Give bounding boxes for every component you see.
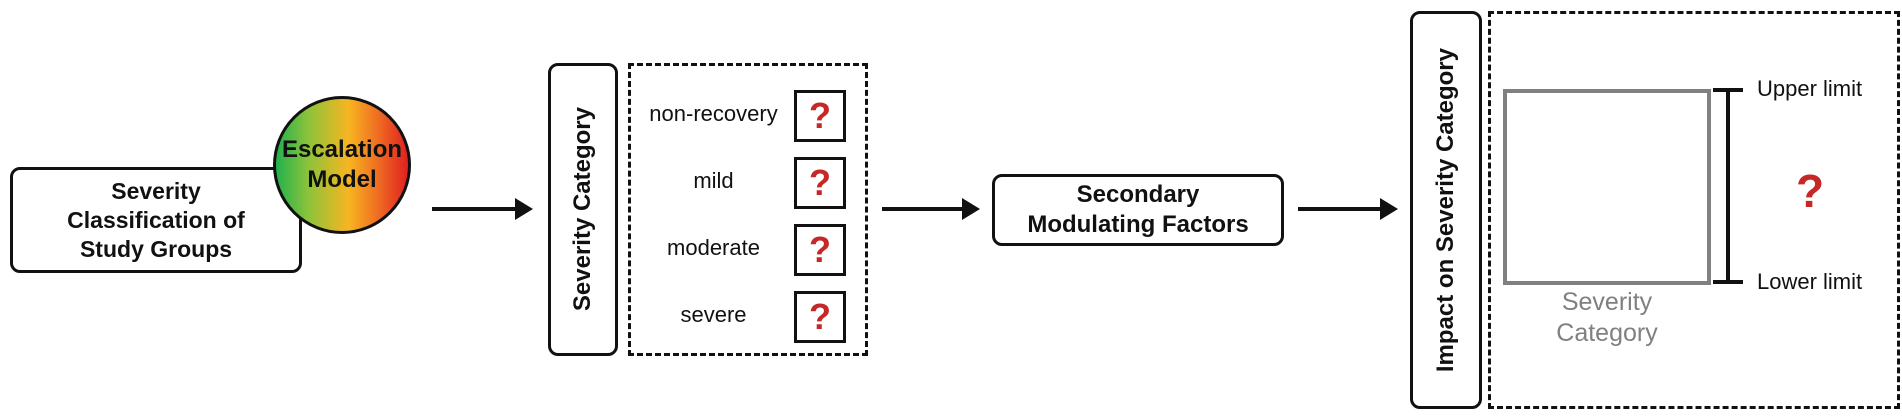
secondary-factors-line-1: Secondary bbox=[1076, 181, 1200, 208]
question-mark: ? bbox=[1796, 165, 1825, 217]
severity-classification-line-3: Study Groups bbox=[79, 235, 233, 262]
list-item: mild ? bbox=[631, 153, 865, 213]
range-cap-bottom bbox=[1713, 280, 1743, 284]
list-item: non-recovery ? bbox=[631, 86, 865, 146]
box-label-line-2: Category bbox=[1556, 319, 1658, 347]
category-label: non-recovery bbox=[649, 101, 778, 126]
severity-category-title-box: Severity Category bbox=[548, 63, 618, 356]
arrow-1-head bbox=[515, 198, 533, 220]
upper-limit-label: Upper limit bbox=[1757, 76, 1863, 101]
range-bar bbox=[1726, 88, 1730, 284]
category-label: severe bbox=[680, 302, 747, 327]
impact-title-box: Impact on Severity Category bbox=[1410, 11, 1482, 409]
severity-classification-line-2: Classification of bbox=[67, 206, 245, 233]
category-label: mild bbox=[693, 168, 734, 193]
question-mark-box: ? bbox=[794, 291, 846, 343]
severity-classification-line-1: Severity bbox=[111, 177, 201, 204]
arrow-2-head bbox=[962, 198, 980, 220]
list-item: moderate ? bbox=[631, 220, 865, 280]
category-label: moderate bbox=[667, 235, 760, 260]
question-mark-box: ? bbox=[794, 157, 846, 209]
box-label-line-1: Severity bbox=[1561, 288, 1653, 316]
arrow-3-head bbox=[1380, 198, 1398, 220]
lower-limit-label: Lower limit bbox=[1757, 269, 1863, 294]
secondary-factors-line-2: Modulating Factors bbox=[1027, 211, 1249, 238]
severity-category-list: non-recovery ? mild ? moderate ? severe … bbox=[628, 63, 868, 356]
escalation-model-circle: Escalation Model bbox=[273, 96, 411, 234]
impact-panel: Severity Category Upper limit Lower limi… bbox=[1488, 11, 1900, 409]
impact-title: Impact on Severity Category bbox=[1432, 47, 1459, 373]
severity-classification-box: Severity Classification of Study Groups bbox=[10, 167, 302, 273]
severity-category-box bbox=[1503, 89, 1711, 285]
severity-category-title: Severity Category bbox=[569, 107, 596, 312]
question-mark-box: ? bbox=[794, 90, 846, 142]
escalation-model-line-1: Escalation bbox=[281, 136, 403, 163]
list-item: severe ? bbox=[631, 287, 865, 347]
escalation-model-line-2: Model bbox=[307, 166, 377, 193]
question-mark-box: ? bbox=[794, 224, 846, 276]
severity-category-box-label: Severity Category bbox=[1503, 287, 1711, 349]
range-cap-top bbox=[1713, 88, 1743, 92]
secondary-factors-box: Secondary Modulating Factors bbox=[992, 174, 1284, 246]
